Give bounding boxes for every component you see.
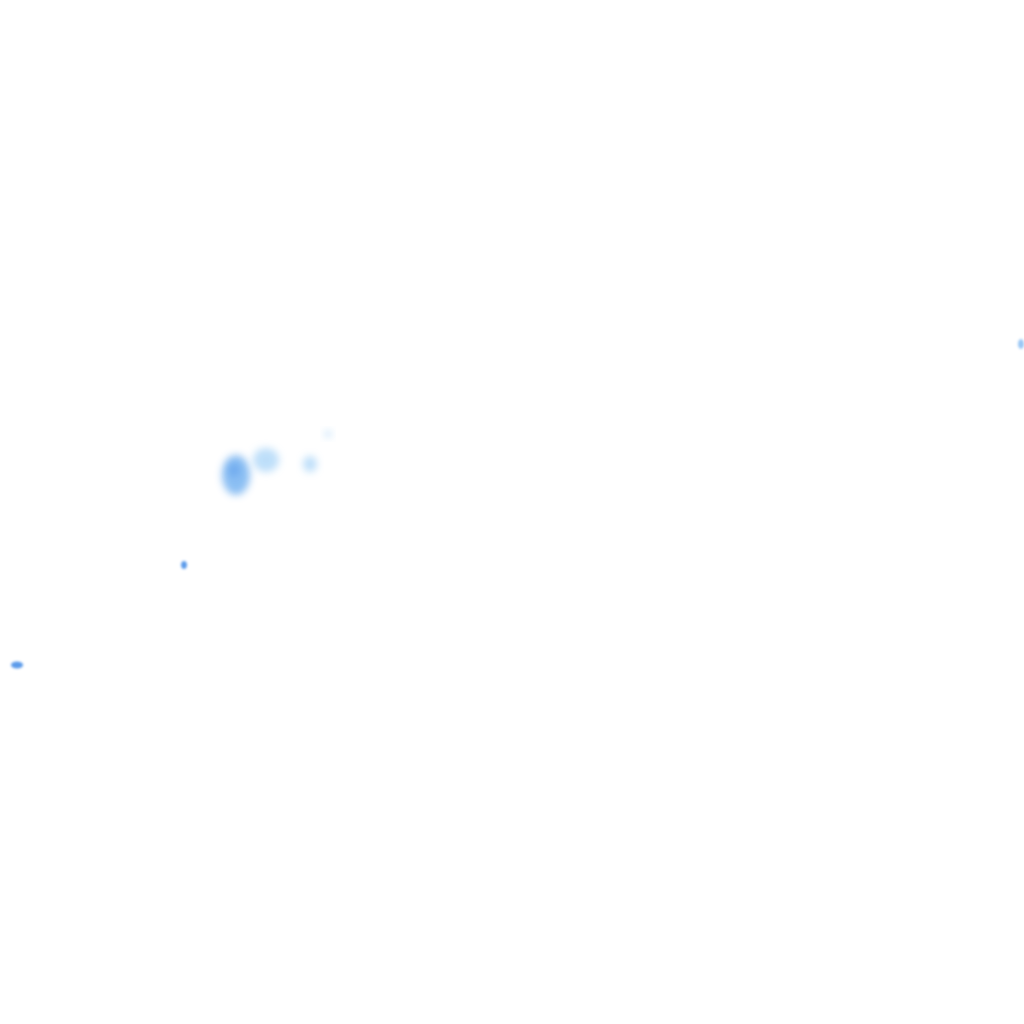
precipitation-cell: [253, 448, 279, 472]
precipitation-cell: [303, 456, 317, 472]
precipitation-cell: [181, 561, 187, 569]
precipitation-cell: [1018, 339, 1024, 349]
precipitation-cell: [11, 661, 23, 669]
precipitation-core: [228, 463, 240, 477]
precipitation-cell: [324, 430, 332, 438]
